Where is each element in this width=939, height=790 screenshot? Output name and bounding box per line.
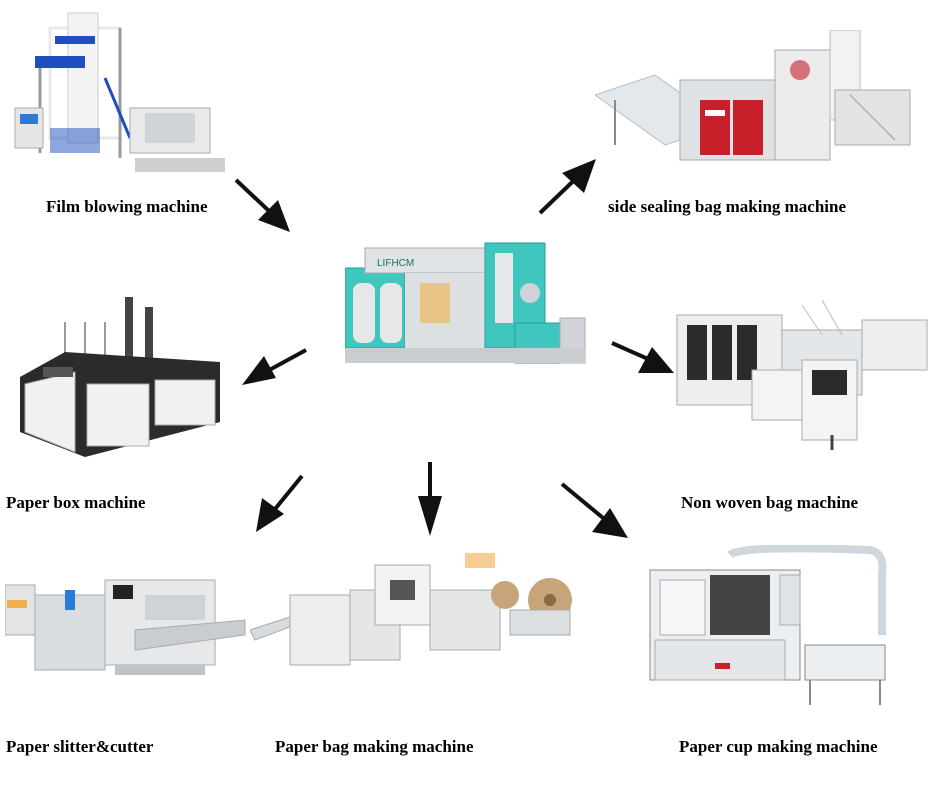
paper-cup-machine-image	[630, 545, 892, 710]
arrow-film-to-center-icon	[234, 178, 290, 232]
side-sealing-label: side sealing bag making machine	[608, 197, 847, 216]
paper-bag-machine-image	[250, 545, 575, 675]
film-blowing-machine-image	[10, 8, 225, 183]
non-woven-machine-image	[672, 295, 934, 452]
side-sealing-machine-image	[595, 30, 915, 180]
arrow-center-to-slitter-icon	[256, 474, 304, 532]
arrow-center-to-paper-bag-icon	[418, 462, 442, 536]
paper-cup-label: Paper cup making machine	[679, 737, 878, 756]
arrow-center-to-paper-box-icon	[242, 348, 307, 385]
arrow-center-to-paper-cup-icon	[560, 482, 628, 538]
paper-bag-label: Paper bag making machine	[275, 737, 474, 756]
center-printing-machine-image: LIFHCM	[345, 228, 590, 398]
non-woven-label: Non woven bag machine	[681, 493, 859, 512]
arrow-center-to-side-sealing-icon	[538, 159, 596, 215]
film-blowing-label: Film blowing machine	[46, 197, 208, 216]
paper-box-machine-image	[15, 292, 225, 460]
paper-box-label: Paper box machine	[6, 493, 146, 512]
brand-text: LIFHCM	[377, 258, 414, 269]
arrow-center-to-non-woven-icon	[611, 341, 674, 373]
paper-slitter-label: Paper slitter&cutter	[6, 737, 154, 756]
paper-slitter-machine-image	[5, 575, 248, 695]
